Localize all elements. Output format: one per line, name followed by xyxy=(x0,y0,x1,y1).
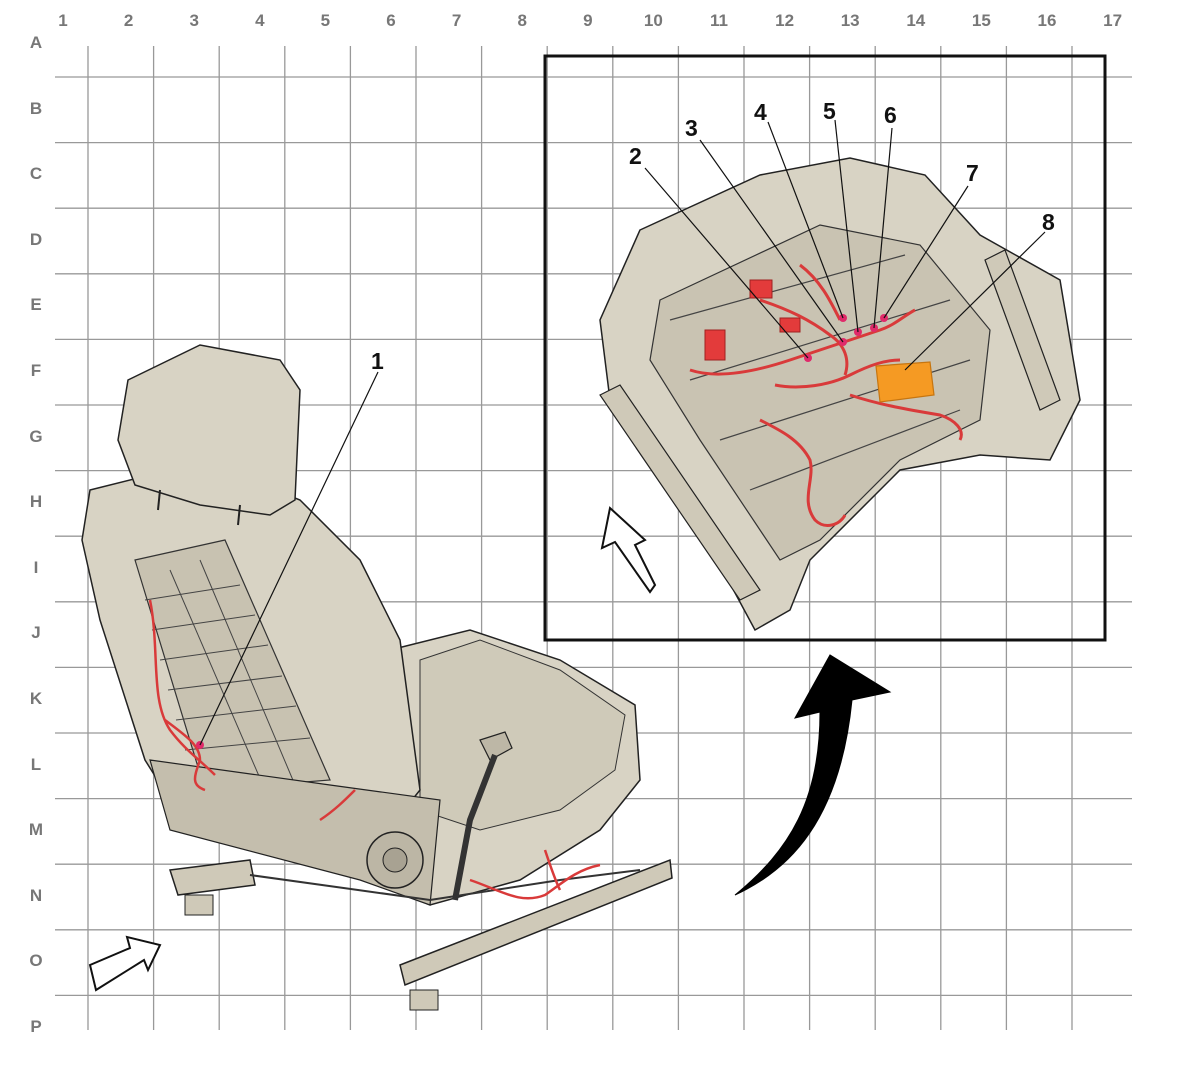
row-label: E xyxy=(30,295,42,315)
row-label: P xyxy=(30,1017,42,1036)
leader-lines xyxy=(199,119,1046,746)
recliner-hub xyxy=(382,847,408,873)
callout-3: 3 xyxy=(685,115,698,141)
leader-2 xyxy=(644,167,809,359)
seat-cushion-top xyxy=(419,639,626,831)
column-label: 10 xyxy=(643,11,663,30)
seat-side-trim xyxy=(149,759,441,906)
column-label: 6 xyxy=(386,11,396,30)
headrest xyxy=(117,344,301,516)
headrest-post-left xyxy=(157,489,161,511)
row-label: H xyxy=(29,492,43,512)
row-label: O xyxy=(29,951,43,971)
column-label: 15 xyxy=(971,11,991,30)
seat-rail-rear xyxy=(169,859,256,896)
leader-1 xyxy=(199,371,379,746)
column-label: 2 xyxy=(123,11,134,30)
row-label: C xyxy=(29,164,43,184)
headrest-post-right xyxy=(237,504,241,526)
wiring-harness-main xyxy=(148,599,601,900)
row-label: J xyxy=(31,623,41,643)
callout-6: 6 xyxy=(884,102,897,128)
seat-back-springs xyxy=(144,559,311,791)
leader-5 xyxy=(834,119,859,333)
row-label: I xyxy=(33,557,39,577)
inset-connector-b xyxy=(704,329,726,361)
inset-frame xyxy=(543,54,1107,642)
callout-1: 1 xyxy=(371,348,384,374)
seat-main-view xyxy=(81,344,673,1011)
inset-connector-a xyxy=(749,279,773,299)
callout-8: 8 xyxy=(1042,209,1055,235)
column-label: 8 xyxy=(517,11,527,30)
leader-6 xyxy=(873,127,893,329)
inset-seat-pan xyxy=(649,224,991,561)
seat-rail-front xyxy=(399,858,673,987)
inset-orange-module xyxy=(875,361,935,403)
column-label: 12 xyxy=(775,11,795,30)
inset-underside-view xyxy=(599,157,1081,632)
leader-8 xyxy=(904,231,1046,371)
column-label: 14 xyxy=(906,11,926,30)
column-label: 9 xyxy=(583,11,593,30)
row-label: D xyxy=(29,229,43,249)
rail-foot-front xyxy=(409,989,439,1011)
leader-7 xyxy=(883,185,969,319)
view-arrow-icon xyxy=(600,506,657,594)
row-label: K xyxy=(29,689,43,708)
row-label: B xyxy=(29,98,43,118)
inset-side-rail xyxy=(599,384,761,601)
row-label: N xyxy=(29,885,43,905)
leader-3 xyxy=(699,139,844,343)
row-label: G xyxy=(29,426,43,446)
callout-2: 2 xyxy=(629,143,642,169)
inset-connector-c xyxy=(779,317,801,333)
inset-side-rail-right xyxy=(984,249,1061,411)
column-label: 7 xyxy=(451,11,462,30)
row-label: L xyxy=(30,754,42,774)
row-label: M xyxy=(28,820,44,840)
seat-belt-stalk xyxy=(452,753,498,901)
row-label: F xyxy=(30,361,42,380)
column-label: 11 xyxy=(710,11,728,30)
column-label: 3 xyxy=(189,11,199,30)
callout-4: 4 xyxy=(754,99,767,125)
seat-belt-buckle xyxy=(479,731,513,761)
view-arrow-icon xyxy=(88,935,162,992)
column-label: 5 xyxy=(320,11,331,30)
column-label: 4 xyxy=(255,11,265,30)
rotate-arrow-icon xyxy=(734,654,892,896)
column-label: 17 xyxy=(1103,11,1123,30)
wiring-harness-inset xyxy=(689,263,963,527)
row-label: A xyxy=(29,33,43,52)
callout-5: 5 xyxy=(823,98,836,124)
column-label: 16 xyxy=(1037,11,1057,30)
column-label: 1 xyxy=(58,11,68,30)
rail-foot-rear xyxy=(184,894,214,916)
callout-7: 7 xyxy=(966,160,979,186)
column-label: 13 xyxy=(840,11,860,30)
leader-4 xyxy=(767,121,844,319)
